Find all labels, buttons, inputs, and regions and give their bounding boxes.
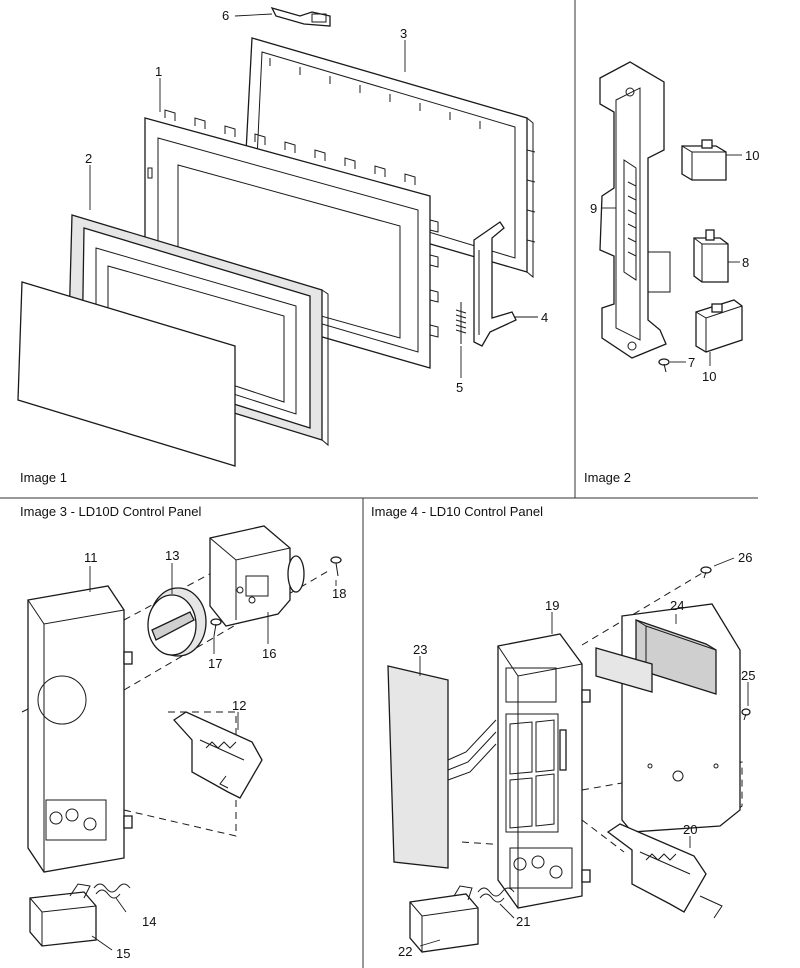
part-11-fascia [27,585,133,873]
callout-18: 18 [332,586,346,601]
guide-3d [21,707,31,713]
callout-19: 19 [545,598,559,613]
callout-12: 12 [232,698,246,713]
part-26-screw [700,566,712,579]
callout-23: 23 [413,642,427,657]
part-25-screw [741,708,751,721]
callout-10-upper: 10 [745,148,759,163]
callout-16: 16 [262,646,276,661]
callout-13: 13 [165,548,179,563]
part-8-switch [693,229,729,283]
leader-14 [115,897,127,913]
leader-22 [419,939,441,947]
part-2-door-panel [67,214,329,447]
callout-24: 24 [670,598,684,613]
callout-2: 2 [85,151,92,166]
part-16-timer [209,525,305,627]
part-7-screw [658,358,670,373]
callout-7: 7 [688,355,695,370]
door-glass-sheet [17,281,236,467]
display-window [595,647,653,693]
part-17-screw [210,618,222,637]
callout-8: 8 [742,255,749,270]
image-4-ld10-control-panel: 19 24 23 25 26 20 21 22 [387,550,755,959]
callout-20: 20 [683,822,697,837]
part-6-hinge-clip [270,6,331,27]
guide-4c [581,819,625,853]
leader-15 [91,935,113,951]
callout-5: 5 [456,380,463,395]
panel-title-image-2: Image 2 [584,470,631,485]
image-2-latch-bracket: 10 9 8 7 10 [590,61,759,384]
callout-10-lower: 10 [702,369,716,384]
leader-26 [713,557,735,567]
part-20-latch-lever [606,823,723,919]
part-12-latch-lever [173,711,263,799]
leader-6 [234,13,273,17]
callout-21: 21 [516,914,530,929]
callout-25: 25 [741,668,755,683]
panel-title-image-4: Image 4 - LD10 Control Panel [371,504,543,519]
leader-21 [499,903,515,919]
part-13-knob [147,587,207,657]
callout-1: 1 [155,64,162,79]
callout-22: 22 [398,944,412,959]
callout-11: 11 [84,550,98,565]
part-23-membrane-keypad [387,665,497,869]
part-10-switch-upper [681,139,727,181]
part-14-spring [93,883,131,899]
callout-4: 4 [541,310,548,325]
callout-17: 17 [208,656,222,671]
part-4-latch-hook [473,221,517,347]
part-21-spring [477,887,515,903]
part-15-push-button [29,883,97,947]
part-5-spring [455,302,467,344]
part-18-screw [330,556,342,577]
part-10-switch-lower [695,299,743,353]
panel-title-image-3: Image 3 - LD10D Control Panel [20,504,201,519]
callout-3: 3 [400,26,407,41]
callout-9: 9 [590,201,597,216]
image-1-door-assembly: 1 2 3 4 5 6 [17,6,548,467]
part-19-panel-frame [497,633,591,909]
panel-title-image-1: Image 1 [20,470,67,485]
knob-opening [37,675,87,725]
part-22-push-button [409,885,479,953]
callout-15: 15 [116,946,130,961]
image-3-ld10d-control-panel: 11 13 18 16 17 12 14 15 [21,525,346,961]
callout-26: 26 [738,550,752,565]
callout-14: 14 [142,914,156,929]
part-3-inner-frame [243,37,536,279]
part-9-latch-bracket [599,61,671,359]
callout-6: 6 [222,8,229,23]
